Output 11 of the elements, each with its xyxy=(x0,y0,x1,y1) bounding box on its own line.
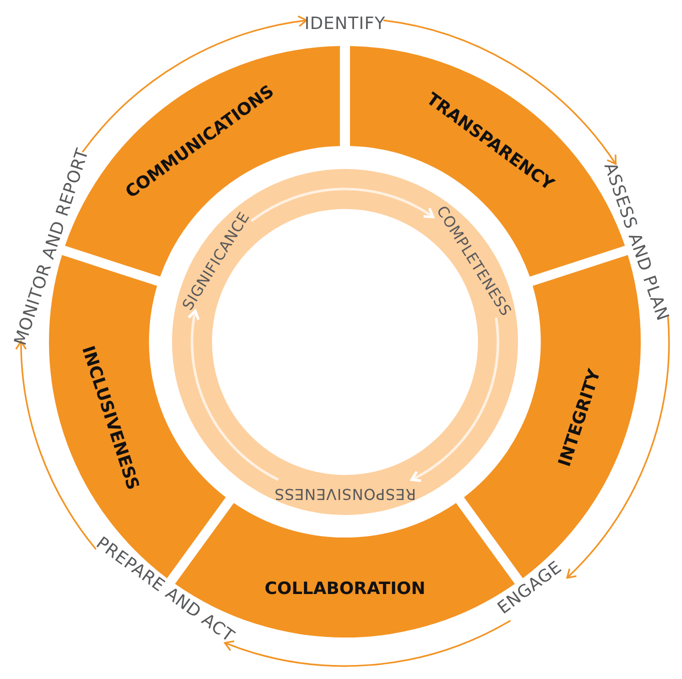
cycle-arrow xyxy=(566,316,670,579)
cycle-arrow xyxy=(16,340,97,550)
cycle-arrow xyxy=(188,309,279,481)
cycle-arrow xyxy=(224,620,511,667)
cycle-arrow xyxy=(410,318,500,482)
stage-label: IDENTIFY xyxy=(304,14,386,34)
quality-label: RESPONSIVENESS xyxy=(274,485,416,503)
principle-label: COLLABORATION xyxy=(264,578,426,599)
cycle-arrow xyxy=(82,16,308,153)
cycle-arrow xyxy=(250,188,434,222)
cycle-arrow xyxy=(383,20,617,165)
